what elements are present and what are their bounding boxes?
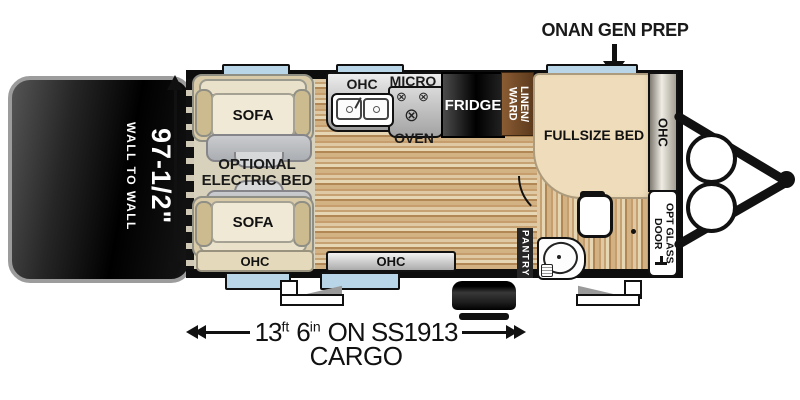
- shower-drain-icon: [557, 255, 561, 259]
- entry-step: [280, 294, 344, 306]
- arrow-down-icon: [167, 262, 183, 277]
- pantry-label: PANTRY: [519, 229, 531, 277]
- sink-basin: [363, 98, 389, 120]
- height-dimension-value: 97-1/2": [146, 127, 176, 225]
- sofa-front: SOFA: [192, 74, 314, 142]
- ohc-cabinet-sofa: OHC: [196, 250, 314, 272]
- fullsize-bed-label: FULLSIZE BED: [543, 127, 645, 143]
- shower-icon: [537, 237, 586, 280]
- fridge: FRIDGE: [441, 72, 505, 138]
- ramp-opening-dashed-wall: [186, 79, 194, 269]
- door-knob-icon: [631, 229, 636, 234]
- arrow-up-icon: [167, 75, 183, 90]
- linen-label: LINEN/ WARD: [506, 85, 531, 123]
- ohc-cabinet-bed: OHC: [648, 72, 678, 192]
- dimension-line: [202, 330, 250, 334]
- entry-step: [576, 294, 640, 306]
- wall-bottom: [186, 269, 683, 278]
- arrow-right-icon: [514, 325, 527, 339]
- oven-label: OVEN: [394, 130, 434, 146]
- hitch-ball-icon: [778, 171, 795, 188]
- propane-tank-icon: [686, 182, 737, 233]
- wheel-icon: [459, 313, 509, 320]
- linen-ward-cabinet: LINEN/ WARD: [501, 72, 534, 136]
- opt-glass-door-label: OPT GLASS DOOR: [652, 203, 676, 264]
- onan-arrow-icon: [612, 44, 617, 63]
- burner-icon: ⊗: [404, 105, 420, 125]
- optional-bed-label-line1: OPTIONAL: [218, 156, 296, 173]
- height-dimension-arrow: [174, 88, 177, 264]
- cargo-label: CARGO: [309, 341, 403, 371]
- sofa-label: SOFA: [232, 106, 274, 124]
- optional-bed-label-line2: ELECTRIC BED: [201, 172, 313, 189]
- ohc-label: OHC: [376, 254, 406, 269]
- electric-bed-notch: [234, 152, 284, 168]
- onan-gen-prep-label: ONAN GEN PREP: [541, 20, 689, 40]
- sofa-label: SOFA: [232, 213, 274, 231]
- shower-controls-icon: [541, 264, 553, 277]
- fridge-label: FRIDGE: [444, 96, 502, 114]
- ohc-label: OHC: [240, 253, 270, 269]
- propane-tank-icon: [686, 133, 737, 184]
- dimension-line: [462, 330, 511, 334]
- height-dimension-caption: WALL TO WALL: [124, 121, 138, 231]
- sofa-seat: SOFA: [211, 201, 295, 243]
- burner-icon: ⊗: [396, 89, 407, 104]
- window: [320, 272, 400, 290]
- ohc-label: OHC: [655, 117, 671, 147]
- ohc-kitchen-label: OHC: [346, 76, 378, 92]
- sink-icon: [331, 93, 394, 127]
- burner-icon: ⊗: [418, 89, 429, 104]
- sofa-seat: SOFA: [211, 93, 295, 137]
- sofa-arm: [293, 89, 311, 137]
- sofa-arm: [293, 201, 311, 247]
- city-water-icon: [655, 262, 667, 265]
- wheel-icon: [452, 281, 516, 310]
- sofa-rear: SOFA: [192, 196, 314, 258]
- toilet-icon: [577, 194, 613, 238]
- pantry: PANTRY: [517, 228, 533, 278]
- arrow-left-icon: [194, 325, 206, 339]
- wall-right: [674, 70, 683, 278]
- micro-label: MICRO: [389, 73, 437, 89]
- city-water-icon: [660, 256, 663, 263]
- ohc-cabinet-galley: OHC: [326, 251, 456, 272]
